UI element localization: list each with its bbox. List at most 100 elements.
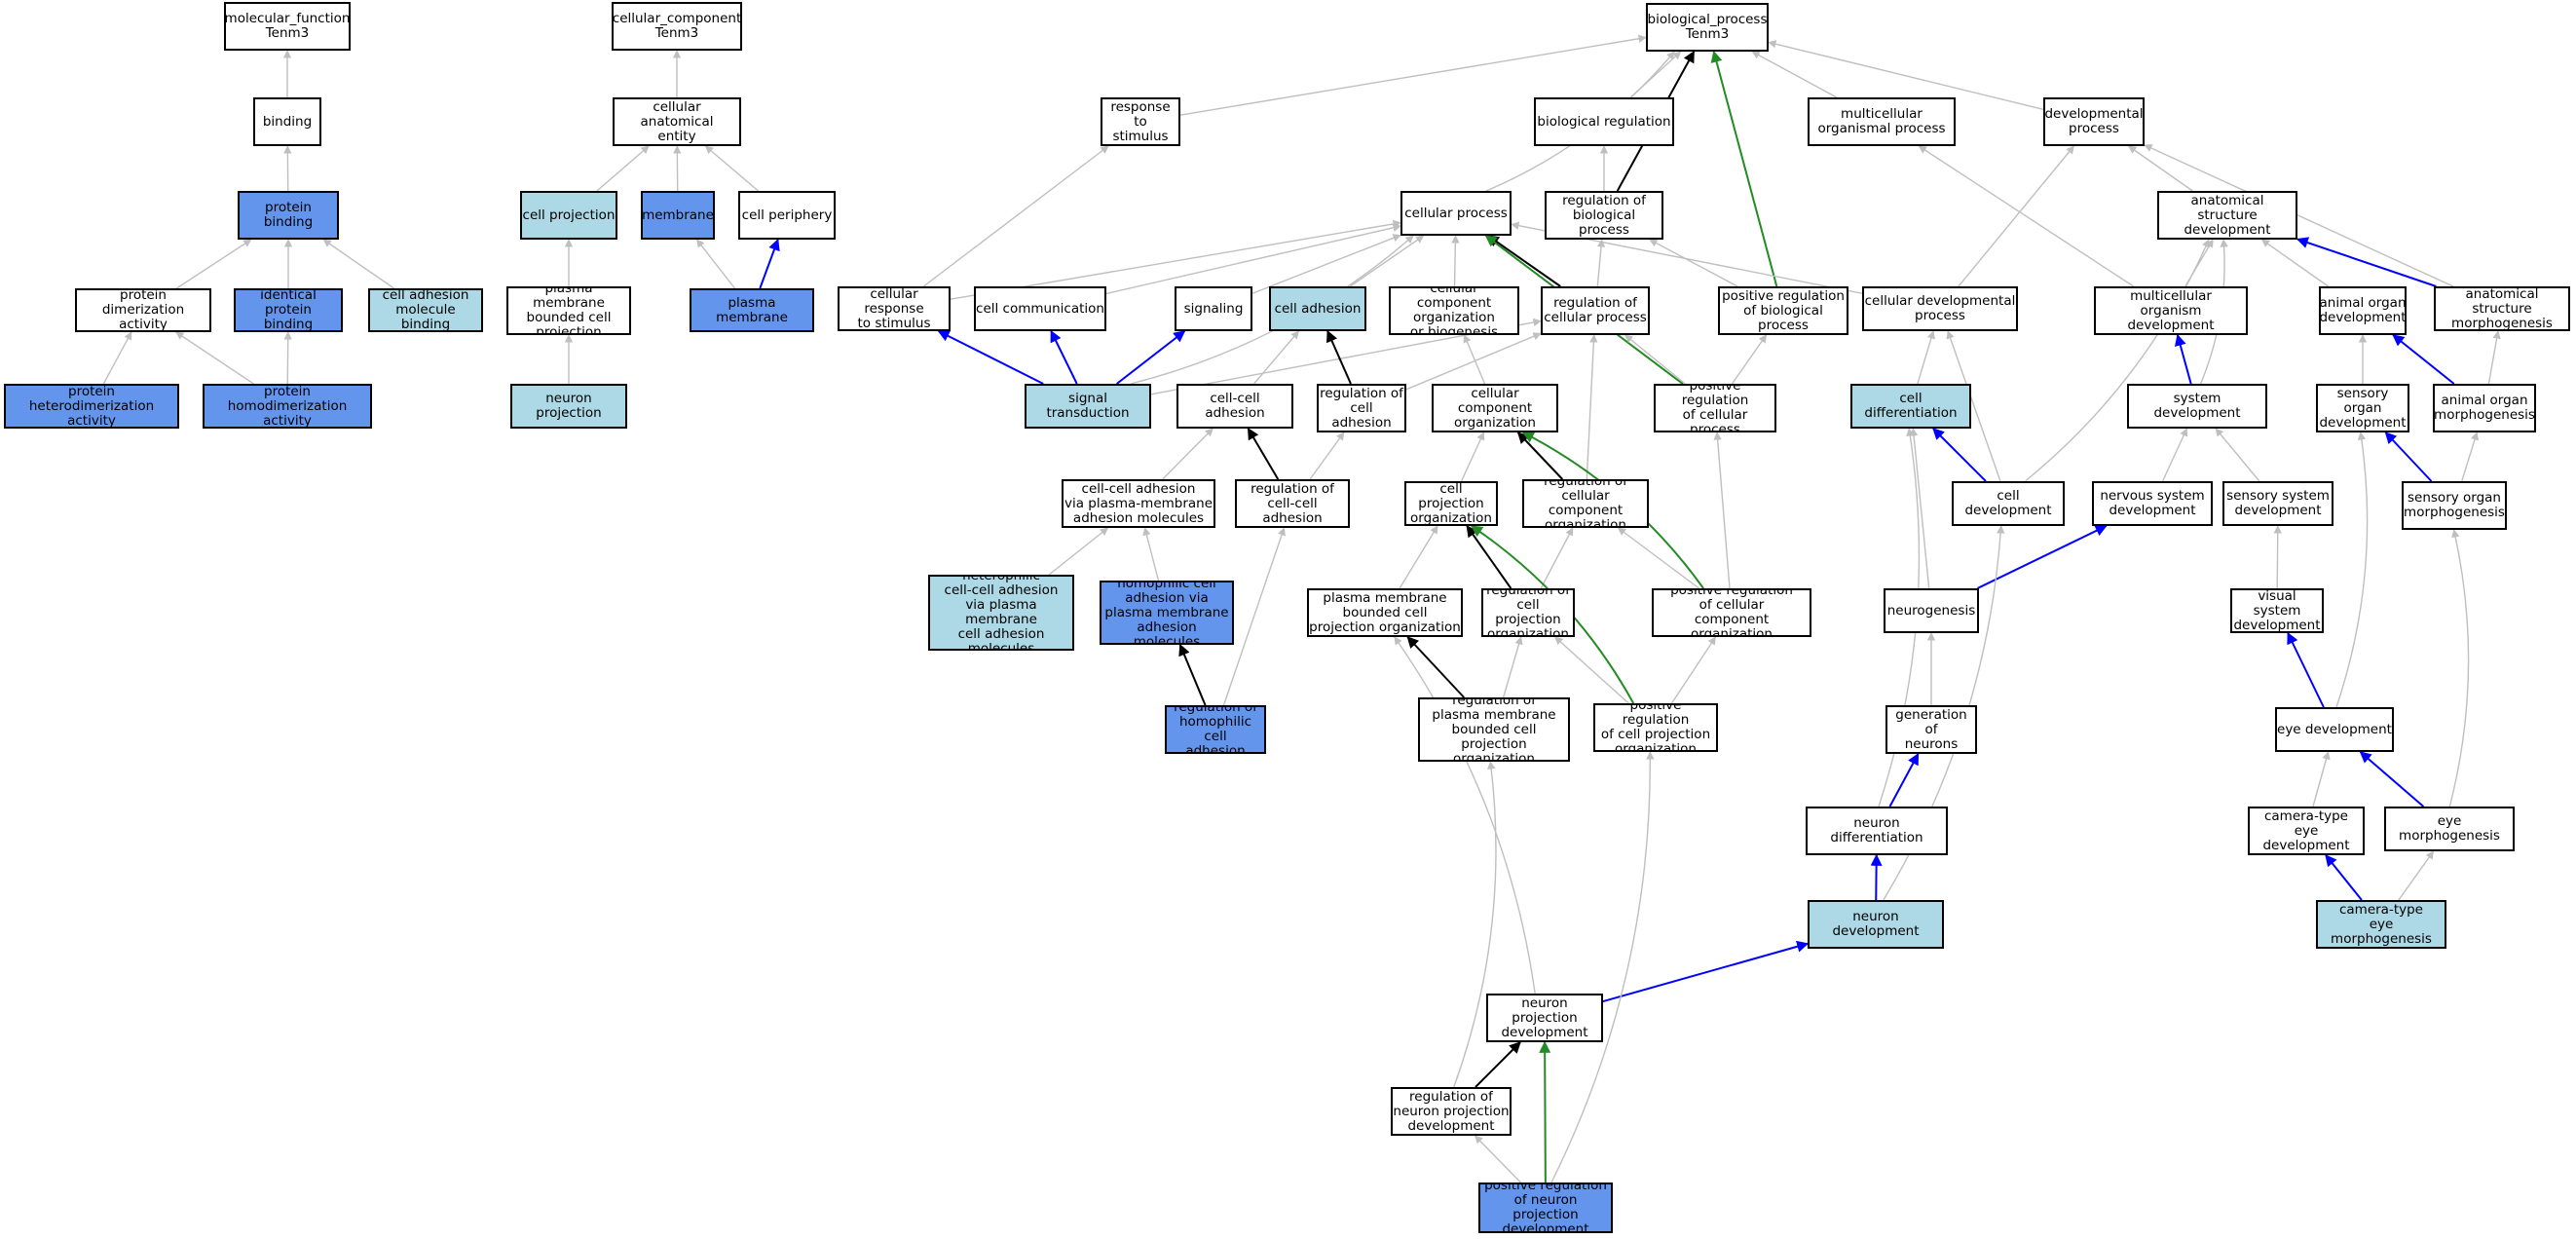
- go-term-node-cell-periphery[interactable]: cell periphery: [738, 191, 836, 240]
- go-term-node-nervous-system-development[interactable]: nervous system development: [2092, 481, 2213, 526]
- go-term-node-eye-morphogenesis[interactable]: eye morphogenesis: [2384, 807, 2515, 851]
- go-term-node-protein-binding[interactable]: protein binding: [238, 191, 339, 240]
- edge-is-a-positive-regulation-of-cellular-component-organization-to-positive-regulation-of-cellular-process: [1713, 432, 1731, 589]
- go-term-node-cell-projection[interactable]: cell projection: [520, 191, 617, 240]
- go-term-node-cell-cell-adhesion[interactable]: cell-cell adhesion: [1176, 384, 1293, 429]
- go-term-node-multicellular-organismal-process[interactable]: multicellular organismal process: [1808, 97, 1956, 146]
- go-term-node-regulation-of-neuron-projection-development[interactable]: regulation of neuron projection developm…: [1391, 1087, 1512, 1136]
- go-term-node-cell-development[interactable]: cell development: [1952, 481, 2065, 526]
- edge-is-a-positive-regulation-of-neuron-projection-development-to-regulation-of-neuron-projection-development: [1474, 1135, 1522, 1183]
- go-term-node-animal-organ-morphogenesis[interactable]: animal organ morphogenesis: [2433, 384, 2536, 432]
- go-term-node-biological-regulation[interactable]: biological regulation: [1534, 97, 1674, 146]
- go-term-node-positive-regulation-of-neuron-projection-development[interactable]: positive regulation of neuron projection…: [1478, 1183, 1613, 1233]
- go-term-node-signal-transduction[interactable]: signal transduction: [1025, 384, 1151, 429]
- go-term-node-sensory-organ-morphogenesis[interactable]: sensory organ morphogenesis: [2402, 481, 2507, 530]
- go-term-node-cc[interactable]: cellular_component Tenm3: [612, 2, 742, 51]
- go-term-node-cellular-process[interactable]: cellular process: [1400, 191, 1512, 236]
- edge-is-a-eye-development-to-sensory-organ-development: [2335, 432, 2369, 708]
- go-term-node-neuron-projection-development[interactable]: neuron projection development: [1486, 994, 1603, 1042]
- go-term-node-cell-adhesion-molecule-binding[interactable]: cell adhesion molecule binding: [368, 288, 483, 332]
- go-term-node-sensory-organ-development[interactable]: sensory organ development: [2316, 384, 2409, 432]
- go-term-node-homophilic-cell-adhesion[interactable]: homophilic cell adhesion via plasma memb…: [1100, 581, 1234, 645]
- edge-regulates-regulation-of-pm-bounded-cell-projection-organization-to-pm-bounded-cell-projection-organization: [1406, 636, 1465, 698]
- go-term-node-regulation-of-biological-process[interactable]: regulation of biological process: [1545, 191, 1663, 240]
- edge-is-a-cell-adhesion-to-cellular-process: [1349, 235, 1425, 287]
- go-term-node-cell-communication[interactable]: cell communication: [974, 286, 1106, 331]
- go-term-node-neuron-projection[interactable]: neuron projection: [510, 384, 627, 429]
- go-term-node-signaling[interactable]: signaling: [1175, 286, 1252, 331]
- go-term-node-anatomical-structure-morphogenesis[interactable]: anatomical structure morphogenesis: [2434, 286, 2570, 331]
- edge-part-of-camera-type-eye-morphogenesis-to-camera-type-eye-development: [2325, 854, 2363, 901]
- go-term-node-camera-type-eye-morphogenesis[interactable]: camera-type eye morphogenesis: [2316, 900, 2446, 949]
- go-term-node-positive-regulation-of-biological-process[interactable]: positive regulation of biological proces…: [1718, 286, 1848, 335]
- edge-is-a-regulation-of-homophilic-cell-adhesion-to-regulation-of-cell-cell-adhesion: [1222, 527, 1287, 706]
- go-term-node-membrane[interactable]: membrane: [641, 191, 715, 240]
- edge-is-a-cell-development-to-cellular-developmental-process: [1946, 330, 2001, 482]
- go-term-node-regulation-of-cell-projection-organization[interactable]: regulation of cell projection organizati…: [1481, 588, 1575, 637]
- go-term-node-cell-cell-adhesion-via-pm[interactable]: cell-cell adhesion via plasma-membrane a…: [1062, 479, 1215, 528]
- go-term-node-animal-organ-development[interactable]: animal organ development: [2319, 286, 2407, 335]
- edge-is-a-regulation-of-pm-bounded-cell-projection-organization-to-regulation-of-cell-projection-organization: [1502, 636, 1523, 698]
- go-term-node-positive-regulation-of-cell-projection-organization[interactable]: positive regulation of cell projection o…: [1593, 703, 1718, 752]
- go-term-node-camera-type-eye-development[interactable]: camera-type eye development: [2248, 807, 2365, 855]
- edge-part-of-eye-development-to-visual-system-development: [2287, 631, 2325, 708]
- go-term-node-regulation-of-cellular-process[interactable]: regulation of cellular process: [1541, 286, 1650, 335]
- go-term-node-system-development[interactable]: system development: [2127, 384, 2267, 429]
- go-term-node-visual-system-development[interactable]: visual system development: [2230, 588, 2324, 633]
- edge-part-of-neurogenesis-to-nervous-system-development: [1977, 525, 2108, 589]
- edge-regulates-regulation-of-cell-cell-adhesion-to-cell-cell-adhesion: [1247, 427, 1280, 480]
- go-term-node-pm-bounded-cell-projection-organization[interactable]: plasma membrane bounded cell projection …: [1307, 588, 1463, 637]
- edge-is-a-protein-homodimerization-to-protein-dimerization: [175, 331, 254, 385]
- edge-is-a-positive-regulation-of-cell-projection-organization-to-regulation-of-cell-projection-organization: [1554, 636, 1629, 704]
- go-term-node-anatomical-structure-development[interactable]: anatomical structure development: [2157, 191, 2297, 240]
- go-term-node-positive-regulation-of-cellular-process[interactable]: positive regulation of cellular process: [1654, 384, 1776, 432]
- go-term-node-pm-bounded-cell-projection[interactable]: plasma membrane bounded cell projection: [506, 286, 631, 335]
- go-term-node-identical-protein-binding[interactable]: identical protein binding: [234, 288, 343, 332]
- edge-is-a-cellular-component-organization-or-biogenesis-to-cellular-process: [1451, 235, 1460, 287]
- edge-part-of-plasma-membrane-to-cell-periphery: [759, 238, 780, 289]
- go-term-node-binding[interactable]: binding: [253, 97, 321, 146]
- go-term-node-cellular-component-organization[interactable]: cellular component organization: [1432, 384, 1558, 432]
- edge-part-of-neuron-projection-development-to-neuron-development: [1602, 940, 1810, 1003]
- edge-is-a-neuron-projection-development-to-pm-bounded-cell-projection-organization: [1394, 636, 1536, 995]
- go-term-node-generation-of-neurons[interactable]: generation of neurons: [1885, 705, 1977, 754]
- go-term-node-cellular-anatomical-entity[interactable]: cellular anatomical entity: [613, 97, 741, 146]
- go-term-node-heterophilic-cell-cell-adhesion[interactable]: heterophilic cell-cell adhesion via plas…: [928, 575, 1074, 651]
- go-term-node-eye-development[interactable]: eye development: [2275, 707, 2394, 752]
- go-term-node-regulation-of-pm-bounded-cell-projection-organization[interactable]: regulation of plasma membrane bounded ce…: [1418, 697, 1570, 762]
- go-term-node-protein-homodimerization[interactable]: protein homodimerization activity: [203, 384, 372, 429]
- go-term-node-cell-differentiation[interactable]: cell differentiation: [1850, 384, 1971, 429]
- go-term-node-protein-heterodimerization[interactable]: protein heterodimerization activity: [4, 384, 179, 429]
- go-term-node-multicellular-organism-development[interactable]: multicellular organism development: [2094, 286, 2248, 335]
- go-term-node-cellular-component-organization-or-biogenesis[interactable]: cellular component organization or bioge…: [1389, 286, 1519, 335]
- go-term-node-regulation-of-homophilic-cell-adhesion[interactable]: regulation of homophilic cell adhesion: [1165, 705, 1266, 754]
- go-term-node-regulation-of-cell-adhesion[interactable]: regulation of cell adhesion: [1317, 384, 1406, 432]
- edge-is-a-animal-organ-development-to-anatomical-structure-development: [2260, 239, 2329, 287]
- edge-part-of-signal-transduction-to-signaling: [1116, 330, 1186, 385]
- edge-is-a-heterophilic-cell-cell-adhesion-to-cell-cell-adhesion-via-pm: [1048, 527, 1109, 576]
- go-term-node-plasma-membrane[interactable]: plasma membrane: [690, 288, 814, 332]
- go-term-node-cellular-response-to-stimulus[interactable]: cellular response to stimulus: [838, 286, 951, 331]
- go-term-node-mf[interactable]: molecular_function Tenm3: [224, 2, 351, 51]
- go-term-node-neuron-development[interactable]: neuron development: [1808, 900, 1944, 949]
- go-term-node-sensory-system-development[interactable]: sensory system development: [2222, 481, 2333, 526]
- go-term-node-cell-projection-organization[interactable]: cell projection organization: [1404, 481, 1498, 526]
- edge-is-a-signaling-to-cellular-process: [1251, 234, 1401, 294]
- go-term-node-protein-dimerization[interactable]: protein dimerization activity: [75, 288, 211, 332]
- go-term-node-bp[interactable]: biological_process Tenm3: [1646, 3, 1769, 52]
- go-term-node-neuron-differentiation[interactable]: neuron differentiation: [1806, 807, 1948, 855]
- edge-is-a-cell-projection-organization-to-cellular-component-organization: [1460, 432, 1485, 482]
- go-term-node-cellular-developmental-process[interactable]: cellular developmental process: [1862, 286, 2018, 331]
- go-term-node-positive-regulation-of-cellular-component-organization[interactable]: positive regulation of cellular componen…: [1652, 588, 1811, 637]
- go-term-node-response-to-stimulus[interactable]: response to stimulus: [1101, 97, 1180, 146]
- go-term-node-cell-adhesion[interactable]: cell adhesion: [1269, 286, 1366, 331]
- edge-part-of-signal-transduction-to-cellular-response-to-stimulus: [937, 330, 1044, 385]
- edge-is-a-plasma-membrane-to-membrane: [695, 239, 736, 289]
- go-term-node-regulation-of-cell-cell-adhesion[interactable]: regulation of cell-cell adhesion: [1235, 479, 1350, 528]
- edge-part-of-system-development-to-multicellular-organism-development: [2174, 333, 2192, 385]
- edge-is-a-cell-development-to-anatomical-structure-development: [2025, 239, 2210, 482]
- go-term-node-developmental-process[interactable]: developmental process: [2043, 97, 2145, 146]
- go-term-node-regulation-of-cellular-component-organization[interactable]: regulation of cellular component organiz…: [1522, 479, 1649, 528]
- go-term-node-neurogenesis[interactable]: neurogenesis: [1884, 588, 1979, 633]
